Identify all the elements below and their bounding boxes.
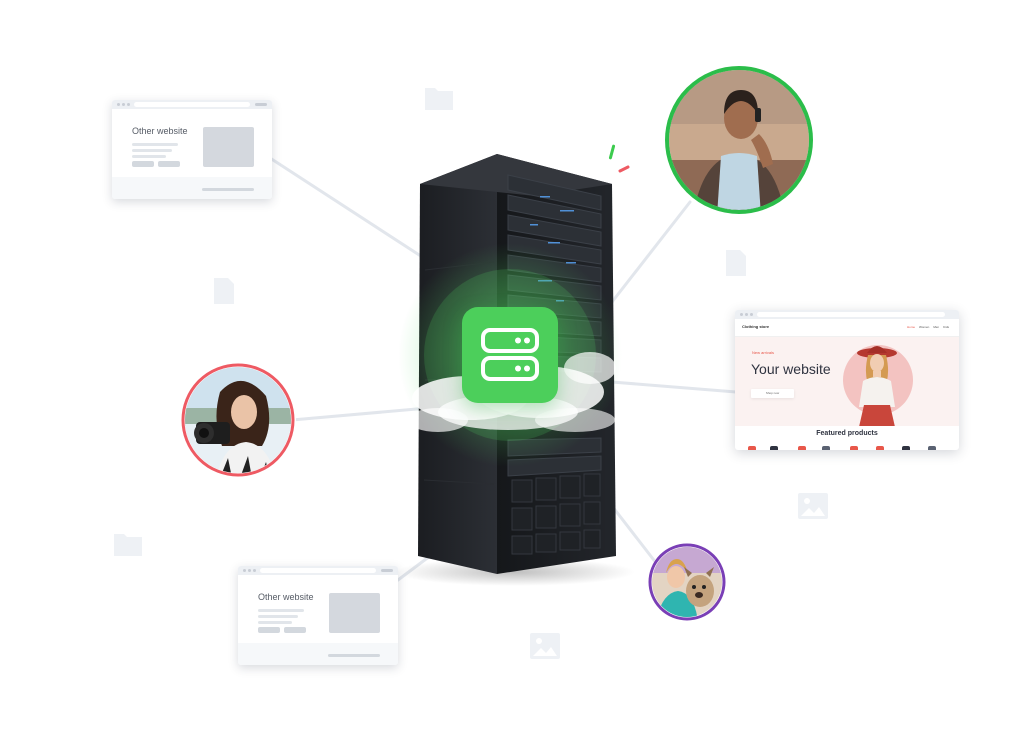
folder-icon — [114, 534, 142, 556]
shop-now-button[interactable]: Shop now — [751, 389, 794, 398]
site-brand: Clothing store — [742, 324, 770, 329]
menu-item: Home — [907, 325, 916, 329]
image-icon — [530, 633, 560, 659]
browser-bar — [735, 310, 959, 319]
hosting-badge — [462, 307, 558, 403]
site-hero: New arrivals Your website Shop now — [735, 337, 959, 426]
hero-title: Your website — [751, 361, 831, 377]
site-nav: Clothing store Home Women Men Kids — [735, 319, 959, 337]
other-website-card-bottom: Other website — [238, 566, 398, 665]
mini-site-body: Other website — [238, 575, 398, 643]
site-menu: Home Women Men Kids — [907, 325, 949, 329]
folder-icon — [425, 88, 453, 110]
document-icon — [726, 250, 746, 276]
menu-item: Men — [933, 325, 940, 329]
browser-bar — [112, 100, 272, 109]
server-icon — [481, 328, 539, 381]
hero-kicker: New arrivals — [752, 350, 775, 355]
featured-products-heading: Featured products — [816, 430, 878, 437]
image-icon — [798, 493, 828, 519]
menu-item: Women — [919, 325, 930, 329]
image-placeholder — [203, 127, 254, 167]
your-website-card: Clothing store Home Women Men Kids New a… — [735, 310, 959, 450]
image-placeholder — [329, 593, 380, 633]
mini-site-body: Other website — [112, 109, 272, 177]
document-icon — [214, 278, 234, 304]
other-website-title: Other website — [132, 126, 188, 136]
other-website-title: Other website — [258, 592, 314, 602]
product-row — [742, 444, 952, 450]
menu-item: Kids — [943, 325, 949, 329]
customer-avatar-dog — [648, 543, 726, 621]
other-website-card-top: Other website — [112, 100, 272, 199]
browser-bar — [238, 566, 398, 575]
customer-avatar-camera — [180, 362, 296, 478]
model-figure — [857, 346, 897, 426]
